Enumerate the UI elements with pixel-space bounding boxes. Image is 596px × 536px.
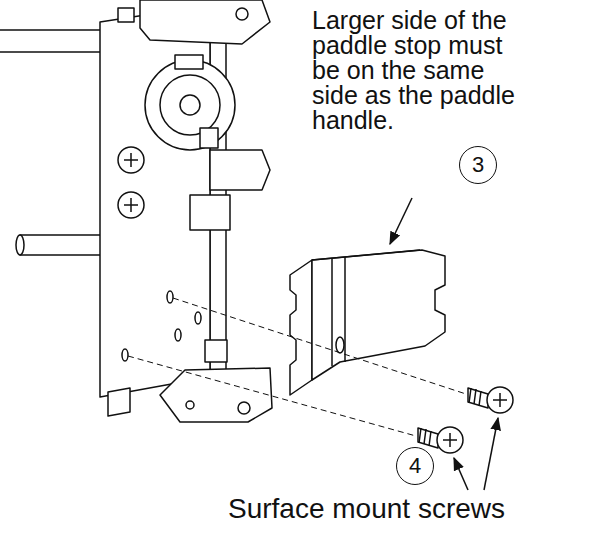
callout-number: 4: [409, 453, 421, 479]
paddle-stop: [290, 250, 445, 395]
frame: [100, 0, 272, 422]
callout-circle: 3: [459, 146, 497, 184]
callout-circle: 4: [396, 447, 434, 485]
callout-number: 3: [472, 152, 484, 178]
part-label: Surface mount screws: [228, 494, 590, 524]
rod: [0, 30, 102, 255]
leader-line: [390, 198, 498, 490]
alignment-line: [128, 298, 466, 436]
note-text: Larger side of the paddle stop must be o…: [312, 8, 534, 133]
screw: [418, 387, 513, 453]
